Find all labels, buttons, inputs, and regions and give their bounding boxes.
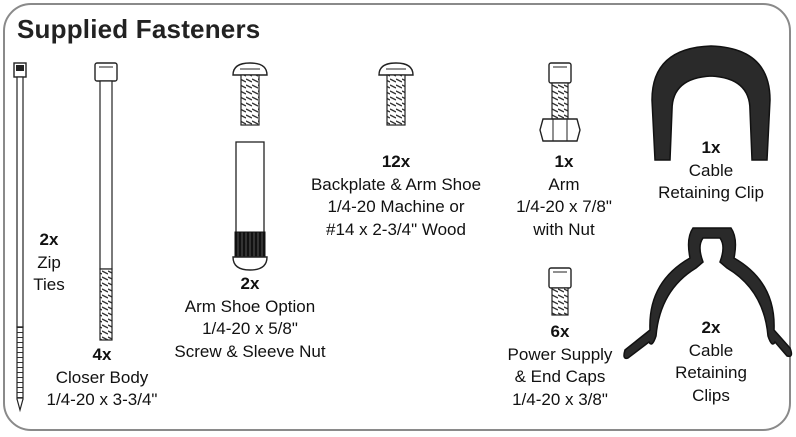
zip-ties-line-1: Zip xyxy=(37,252,61,272)
power-line-1: Power Supply xyxy=(507,344,613,364)
fasteners-panel xyxy=(3,3,791,431)
backplate-line-1: Backplate & Arm Shoe xyxy=(310,174,482,194)
backplate-screw-icon xyxy=(378,62,414,126)
arm-shoe-screw-icon xyxy=(232,62,268,126)
label-cable-clip-single: 1x Cable Retaining Clip xyxy=(640,137,782,205)
label-closer-body: 4x Closer Body 1/4-20 x 3-3/4" xyxy=(22,344,182,412)
cable-clip-double-icon xyxy=(623,227,793,360)
arm-line-1: Arm xyxy=(548,174,580,194)
label-cable-clip-double: 2x Cable Retaining Clips xyxy=(652,317,770,407)
label-arm: 1x Arm 1/4-20 x 7/8" with Nut xyxy=(500,151,628,241)
armshoe-line-2: 1/4-20 x 5/8" xyxy=(202,319,298,338)
qty-closer-body: 4x xyxy=(92,345,112,364)
label-power-supply: 6x Power Supply & End Caps 1/4-20 x 3/8" xyxy=(490,321,630,411)
label-arm-shoe-option: 2x Arm Shoe Option 1/4-20 x 5/8" Screw &… xyxy=(150,273,350,363)
clip1-line-2: Retaining Clip xyxy=(658,183,764,202)
clip2-line-2: Retaining xyxy=(675,363,747,382)
page-title: Supplied Fasteners xyxy=(17,14,261,44)
sleeve-nut-icon xyxy=(232,141,268,271)
backplate-line-3: #14 x 2-3/4" Wood xyxy=(326,219,466,239)
qty-cable-clip-double: 2x xyxy=(701,318,721,337)
qty-arm-shoe: 2x xyxy=(240,274,260,293)
power-line-2: & End Caps xyxy=(514,367,606,386)
qty-backplate: 12x xyxy=(381,152,411,171)
label-backplate: 12x Backplate & Arm Shoe 1/4-20 Machine … xyxy=(286,151,506,241)
closer-line-1: Closer Body xyxy=(55,367,149,387)
clip2-line-3: Clips xyxy=(692,385,730,405)
clip2-line-1: Cable xyxy=(688,340,734,360)
armshoe-line-3: Screw & Sleeve Nut xyxy=(174,341,326,361)
qty-arm: 1x xyxy=(554,152,574,171)
arm-line-3: with Nut xyxy=(533,219,595,239)
zip-tie-icon xyxy=(13,62,27,413)
closer-bolt-icon xyxy=(94,62,118,341)
qty-power-supply: 6x xyxy=(550,322,570,341)
arm-line-2: 1/4-20 x 7/8" xyxy=(516,197,612,216)
zip-ties-line-2: Ties xyxy=(33,275,65,294)
power-supply-screw-icon xyxy=(548,267,572,316)
clip1-line-1: Cable xyxy=(688,160,734,180)
armshoe-line-1: Arm Shoe Option xyxy=(184,296,316,316)
arm-bolt-nut-icon xyxy=(539,62,581,142)
qty-zip-ties: 2x xyxy=(39,230,59,249)
backplate-line-2: 1/4-20 Machine or xyxy=(327,197,465,216)
cable-clip-single-icon xyxy=(651,45,771,161)
label-zip-ties: 2x Zip Ties xyxy=(26,229,72,297)
qty-cable-clip-single: 1x xyxy=(701,138,721,157)
closer-line-2: 1/4-20 x 3-3/4" xyxy=(46,390,158,409)
power-line-3: 1/4-20 x 3/8" xyxy=(512,389,608,409)
